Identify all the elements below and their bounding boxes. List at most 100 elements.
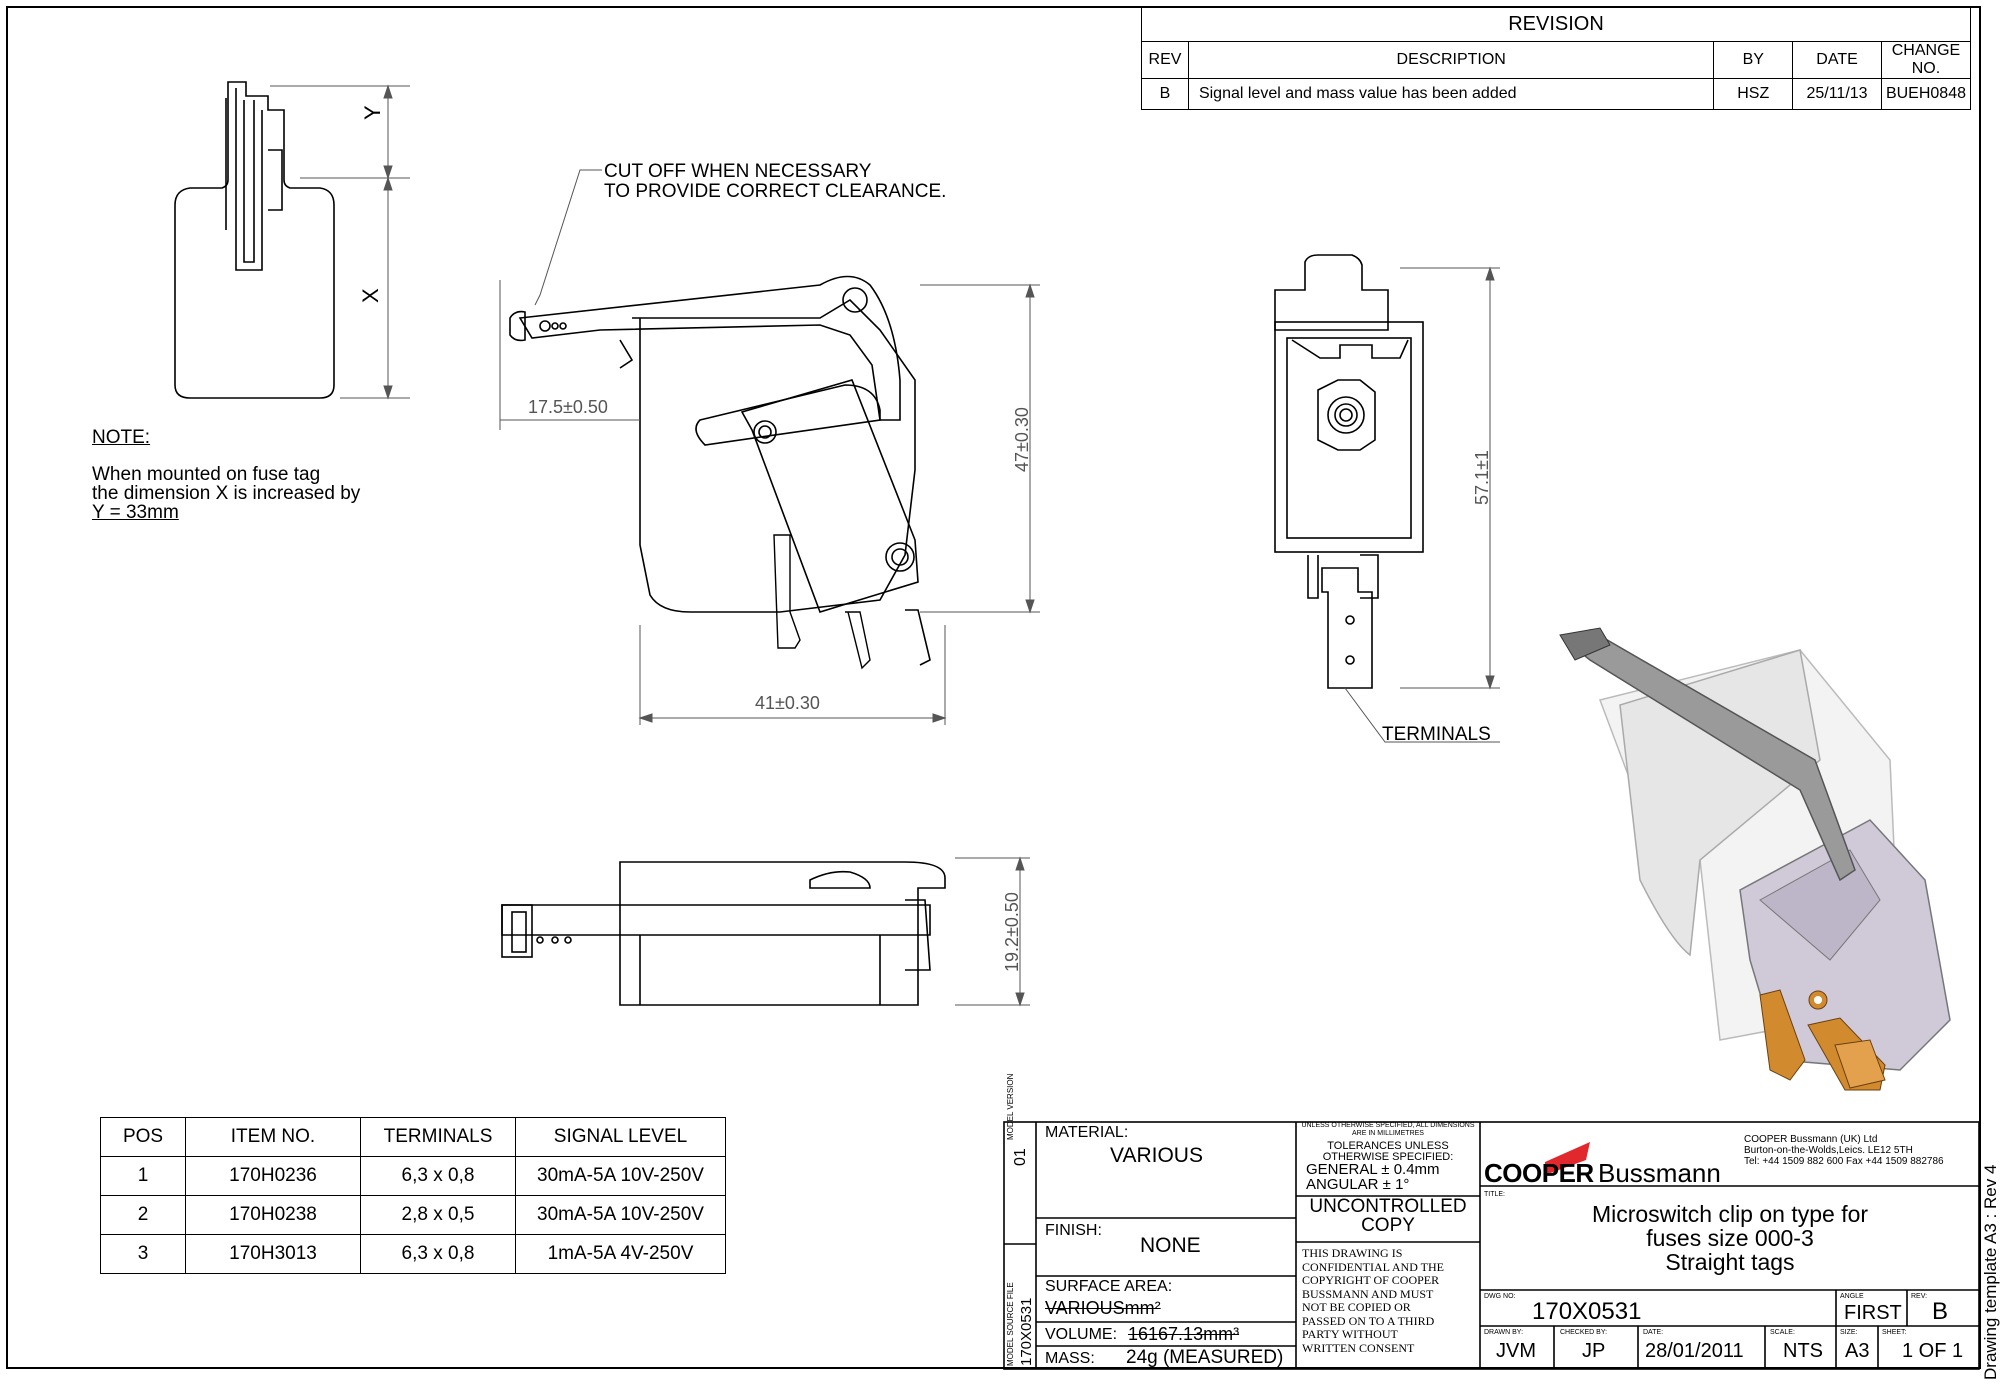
rev-cell: HSZ [1713, 78, 1794, 110]
template-label: Drawing template A3 : Rev 4 [1981, 1164, 2000, 1380]
confidential-line: PASSED ON TO A THIRD [1302, 1313, 1435, 1328]
checked-label: CHECKED BY: [1560, 1329, 1608, 1336]
sheet-value: 1 OF 1 [1902, 1340, 1964, 1362]
parts-cell: 1 [100, 1156, 186, 1196]
table-row: 2 170H0238 2,8 x 0,5 30mA-5A 10V-250V [100, 1195, 726, 1235]
confidential-line: PARTY WITHOUT [1302, 1327, 1398, 1341]
cooper-logo-icon [1545, 1142, 1590, 1175]
note-line-1: When mounted on fuse tag [92, 464, 321, 485]
dim-41: 41±0.30 [755, 693, 820, 713]
checked-value: JP [1582, 1340, 1606, 1362]
rev-label: REV: [1911, 1293, 1928, 1300]
company-line: COOPER Bussmann (UK) Ltd [1744, 1134, 1878, 1145]
tol-2: OTHERWISE SPECIFIED: [1322, 1151, 1454, 1163]
finish-label: FINISH: [1045, 1222, 1102, 1239]
drawing-title: Microswitch clip on type for fuses size … [1500, 1202, 1960, 1274]
revision-table: REVISION REV DESCRIPTION BY DATE CHANGE … [1141, 6, 1972, 110]
title-line-3: Straight tags [1665, 1249, 1795, 1275]
dwg-label: DWG NO: [1484, 1293, 1516, 1300]
company-line: Tel: +44 1509 882 600 Fax +44 1509 88278… [1744, 1156, 1944, 1167]
rev-header-description: DESCRIPTION [1187, 41, 1715, 79]
title-line-1: Microswitch clip on type for [1591, 1201, 1869, 1227]
confidential-line: COPYRIGHT OF COOPER [1302, 1273, 1440, 1287]
model-source-label: MODEL SOURCE FILE [1006, 1282, 1015, 1366]
parts-table: POS ITEM NO. TERMINALS SIGNAL LEVEL 1 17… [100, 1117, 726, 1274]
parts-cell: 170H0238 [185, 1195, 361, 1235]
parts-cell: 30mA-5A 10V-250V [515, 1156, 726, 1196]
date-label: DATE: [1643, 1329, 1664, 1336]
date-value: 28/01/2011 [1645, 1340, 1744, 1362]
material-value: VARIOUS [1110, 1144, 1203, 1167]
side-view [509, 275, 931, 670]
parts-header-terminals: TERMINALS [360, 1117, 516, 1157]
table-row: 1 170H0236 6,3 x 0,8 30mA-5A 10V-250V [100, 1156, 726, 1196]
dims-note: UNLESS OTHERWISE SPECIFIED, ALL DIMENSIO… [1300, 1122, 1476, 1138]
mass-label: MASS: [1045, 1350, 1095, 1367]
parts-cell: 1mA-5A 4V-250V [515, 1234, 726, 1274]
mass-value: 24g (MEASURED) [1126, 1347, 1284, 1368]
model-version-label: MODEL VERSION [1006, 1073, 1015, 1140]
rev-cell: BUEH0848 [1880, 78, 1972, 110]
parts-header-item: ITEM NO. [185, 1117, 361, 1157]
parts-header-pos: POS [100, 1117, 186, 1157]
dim-17-5: 17.5±0.50 [528, 397, 608, 417]
parts-cell: 6,3 x 0,8 [360, 1234, 516, 1274]
surface-label: SURFACE AREA: [1045, 1278, 1173, 1295]
dims-note-1: UNLESS OTHERWISE SPECIFIED, ALL DIMENSIO… [1301, 1122, 1475, 1129]
finish-value: NONE [1140, 1234, 1201, 1257]
terminals-label: TERMINALS [1382, 724, 1491, 745]
dim-57-1: 57.1±1 [1472, 450, 1492, 505]
side-view-dims [499, 169, 1040, 725]
tolerances: TOLERANCES UNLESS OTHERWISE SPECIFIED: [1300, 1141, 1476, 1163]
title-line-2: fuses size 000-3 [1646, 1225, 1814, 1251]
rev-cell: B [1141, 78, 1189, 110]
rev-value: B [1932, 1298, 1949, 1325]
rev-cell: Signal level and mass value has been add… [1187, 78, 1715, 110]
parts-cell: 6,3 x 0,8 [360, 1156, 516, 1196]
tol-1: TOLERANCES UNLESS [1327, 1140, 1449, 1152]
material-label: MATERIAL: [1045, 1124, 1129, 1141]
front-view-dims [1344, 266, 1500, 743]
front-view [1274, 254, 1424, 689]
rev-header-rev: REV [1141, 41, 1189, 79]
dims-note-2: ARE IN MILLIMETRES [1352, 1130, 1424, 1137]
title-block-grid [1003, 1121, 1980, 1370]
parts-cell: 170H0236 [185, 1156, 361, 1196]
confidential-line: BUSSMANN AND MUST [1302, 1286, 1434, 1301]
brand-cooper: COOPER [1484, 1158, 1594, 1188]
tolerance-values: GENERAL ± 0.4mm ANGULAR ± 1° [1306, 1162, 1440, 1192]
uncontrolled-1: UNCONTROLLED [1309, 1196, 1467, 1217]
confidential-notice: THIS DRAWING IS CONFIDENTIAL AND THE COP… [1302, 1246, 1444, 1355]
angle-label: ANGLE [1840, 1293, 1864, 1300]
tol-general: GENERAL ± 0.4mm [1306, 1161, 1440, 1178]
drawn-label: DRAWN BY: [1484, 1329, 1524, 1336]
confidential-line: NOT BE COPIED OR [1302, 1300, 1411, 1314]
volume-value: 16167.13mm³ [1128, 1324, 1240, 1344]
parts-cell: 3 [100, 1234, 186, 1274]
note-line-2: the dimension X is increased by [92, 483, 361, 504]
uncontrolled-2: COPY [1361, 1215, 1415, 1236]
parts-cell: 30mA-5A 10V-250V [515, 1195, 726, 1235]
isometric-view [1559, 627, 1951, 1091]
dim-x-label: X [358, 288, 383, 303]
drawing-frame [6, 6, 1981, 1369]
uncontrolled-copy: UNCONTROLLED COPY [1298, 1197, 1478, 1235]
scale-label: SCALE: [1770, 1329, 1795, 1336]
table-row: 3 170H3013 6,3 x 0,8 1mA-5A 4V-250V [100, 1234, 726, 1274]
confidential-line: CONFIDENTIAL AND THE [1302, 1259, 1444, 1274]
table-row: B Signal level and mass value has been a… [1141, 78, 1972, 110]
sheet-label: SHEET: [1882, 1329, 1907, 1336]
note-block: NOTE: When mounted on fuse tag the dimen… [92, 428, 360, 522]
parts-cell: 170H3013 [185, 1234, 361, 1274]
scale-value: NTS [1783, 1340, 1823, 1362]
dim-y-label: Y [360, 105, 385, 120]
model-version: 01 [1012, 1148, 1029, 1166]
dim-19-2: 19.2±0.50 [1002, 892, 1022, 972]
fuse-tag-view [174, 81, 335, 399]
note-line-3: Y = 33mm [92, 502, 179, 523]
volume-label: VOLUME: [1045, 1326, 1118, 1343]
size-value: A3 [1845, 1340, 1870, 1362]
dim-xy [270, 84, 410, 400]
confidential-line: WRITTEN CONSENT [1302, 1340, 1415, 1355]
bottom-view [501, 861, 946, 1006]
